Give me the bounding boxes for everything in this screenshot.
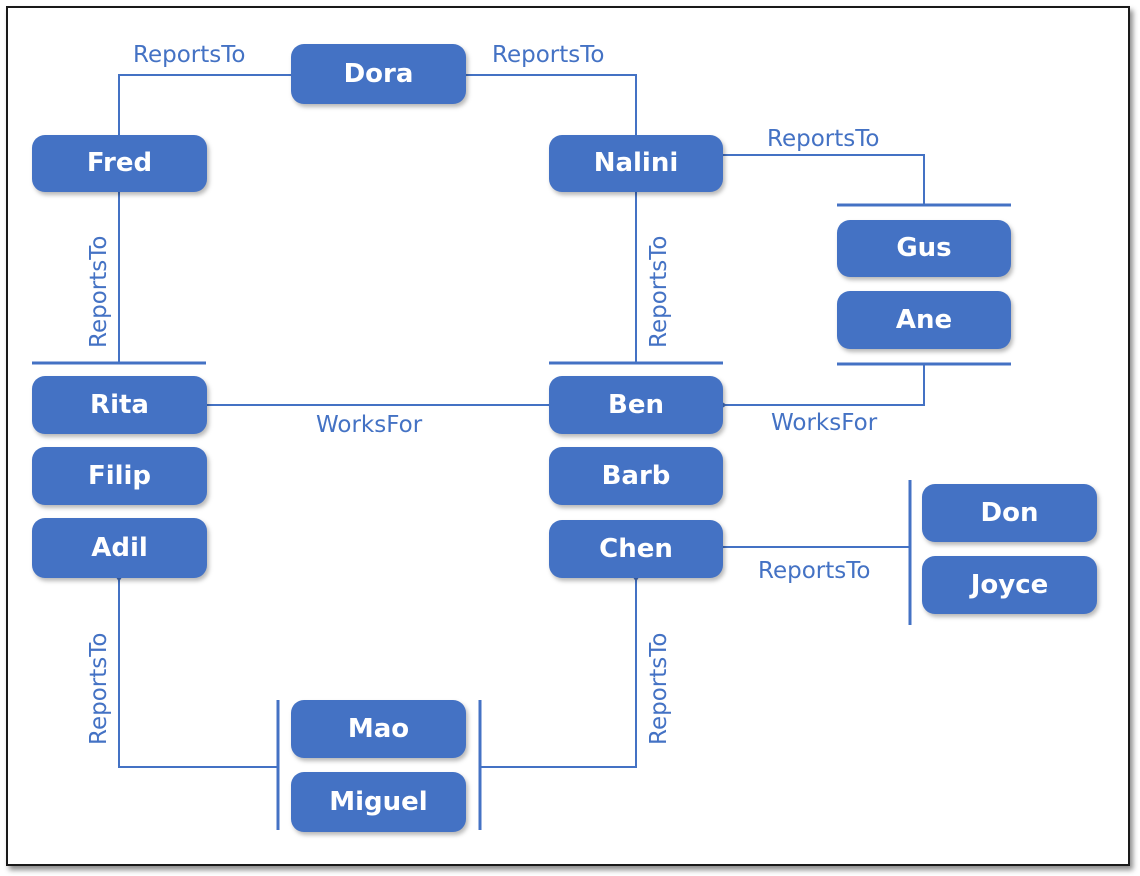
edge-label-gus-ane-to-nalini: ReportsTo xyxy=(767,126,879,152)
node-gus: Gus xyxy=(837,220,1011,277)
node-label-fred: Fred xyxy=(87,148,152,178)
node-label-joyce: Joyce xyxy=(969,570,1049,600)
edge-label-mao-miguel-to-adil: ReportsTo xyxy=(86,633,112,745)
node-chen: Chen xyxy=(549,520,723,578)
node-ben: Ben xyxy=(549,376,723,434)
node-fred: Fred xyxy=(32,135,207,192)
node-barb: Barb xyxy=(549,447,723,505)
node-label-adil: Adil xyxy=(91,533,148,563)
node-joyce: Joyce xyxy=(922,556,1097,614)
node-label-mao: Mao xyxy=(348,714,409,744)
node-label-dora: Dora xyxy=(344,59,414,89)
edge-fred-to-dora xyxy=(118,68,301,135)
node-label-chen: Chen xyxy=(599,534,673,564)
edge-mao-miguel-to-chen xyxy=(480,570,643,768)
edge-label-rita-group-to-fred: ReportsTo xyxy=(86,236,112,348)
node-label-ben: Ben xyxy=(608,390,664,420)
node-label-nalini: Nalini xyxy=(594,148,679,178)
node-don: Don xyxy=(922,484,1097,542)
edge-nalini-to-dora xyxy=(456,68,637,135)
node-nalini: Nalini xyxy=(549,135,723,192)
node-label-miguel: Miguel xyxy=(329,787,427,817)
edge-label-don-joyce-to-chen: ReportsTo xyxy=(758,558,870,584)
edge-gus-ane-to-ben xyxy=(715,364,925,412)
node-dora: Dora xyxy=(291,44,466,104)
node-adil: Adil xyxy=(32,518,207,578)
node-ane: Ane xyxy=(837,291,1011,349)
node-rita: Rita xyxy=(32,376,207,434)
node-filip: Filip xyxy=(32,447,207,505)
node-label-filip: Filip xyxy=(88,461,151,491)
edge-label-fred-to-dora: ReportsTo xyxy=(133,42,245,68)
edge-label-nalini-to-dora: ReportsTo xyxy=(492,42,604,68)
node-label-rita: Rita xyxy=(90,390,149,420)
edge-label-ben-group-to-nalini: ReportsTo xyxy=(646,236,672,348)
edge-mao-miguel-to-adil xyxy=(112,570,278,768)
node-label-ane: Ane xyxy=(896,305,952,335)
edge-label-gus-ane-to-ben: WorksFor xyxy=(771,410,878,436)
edge-gus-ane-to-nalini xyxy=(713,148,925,205)
node-miguel: Miguel xyxy=(291,772,466,832)
node-label-don: Don xyxy=(981,498,1039,528)
node-label-barb: Barb xyxy=(602,461,671,491)
node-label-gus: Gus xyxy=(896,233,951,263)
edge-label-rita-to-ben: WorksFor xyxy=(316,412,423,438)
node-mao: Mao xyxy=(291,700,466,758)
edge-label-mao-miguel-to-chen: ReportsTo xyxy=(646,633,672,745)
